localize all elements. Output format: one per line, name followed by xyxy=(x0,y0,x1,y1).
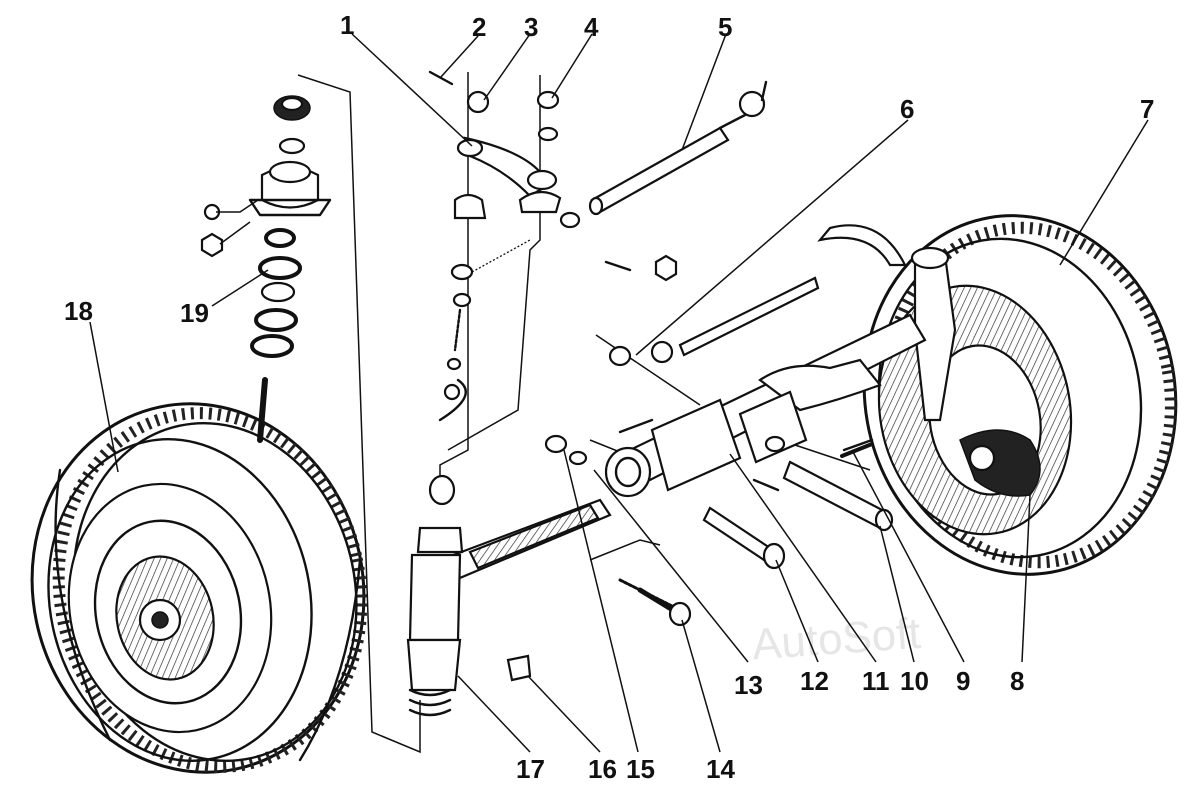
callout-9: 9 xyxy=(956,666,970,696)
callout-12: 12 xyxy=(800,666,829,696)
callout-1: 1 xyxy=(340,10,354,40)
callout-4: 4 xyxy=(584,12,599,42)
callout-10: 10 xyxy=(900,666,929,696)
front-axle-beam xyxy=(438,313,927,582)
callout-7: 7 xyxy=(1140,94,1154,124)
watermark-text: AutoSoft xyxy=(750,609,922,670)
left-wheel xyxy=(30,402,368,774)
callout-13: 13 xyxy=(734,670,763,700)
callout-3: 3 xyxy=(524,12,538,42)
kingpin-parts-stack xyxy=(200,95,332,443)
steering-knuckle-left xyxy=(406,474,532,717)
callout-18: 18 xyxy=(64,296,93,326)
callout-16: 16 xyxy=(588,754,617,784)
callout-15: 15 xyxy=(626,754,655,784)
callout-11: 11 xyxy=(862,666,890,696)
callout-19: 19 xyxy=(180,298,209,328)
callout-2: 2 xyxy=(472,12,486,42)
callout-14: 14 xyxy=(706,754,735,784)
drag-link xyxy=(604,224,907,367)
pins-and-bolts xyxy=(618,442,894,627)
callout-leaders xyxy=(89,33,1149,753)
steering-arm-parts xyxy=(428,70,581,422)
callout-5: 5 xyxy=(718,12,732,42)
tie-rod xyxy=(588,80,768,216)
callout-17: 17 xyxy=(516,754,545,784)
callout-labels: 1 2 3 4 5 6 7 8 9 10 11 12 13 14 15 16 1… xyxy=(64,10,1154,784)
right-wheel xyxy=(862,214,1178,576)
callout-8: 8 xyxy=(1010,666,1024,696)
callout-6: 6 xyxy=(900,94,914,124)
